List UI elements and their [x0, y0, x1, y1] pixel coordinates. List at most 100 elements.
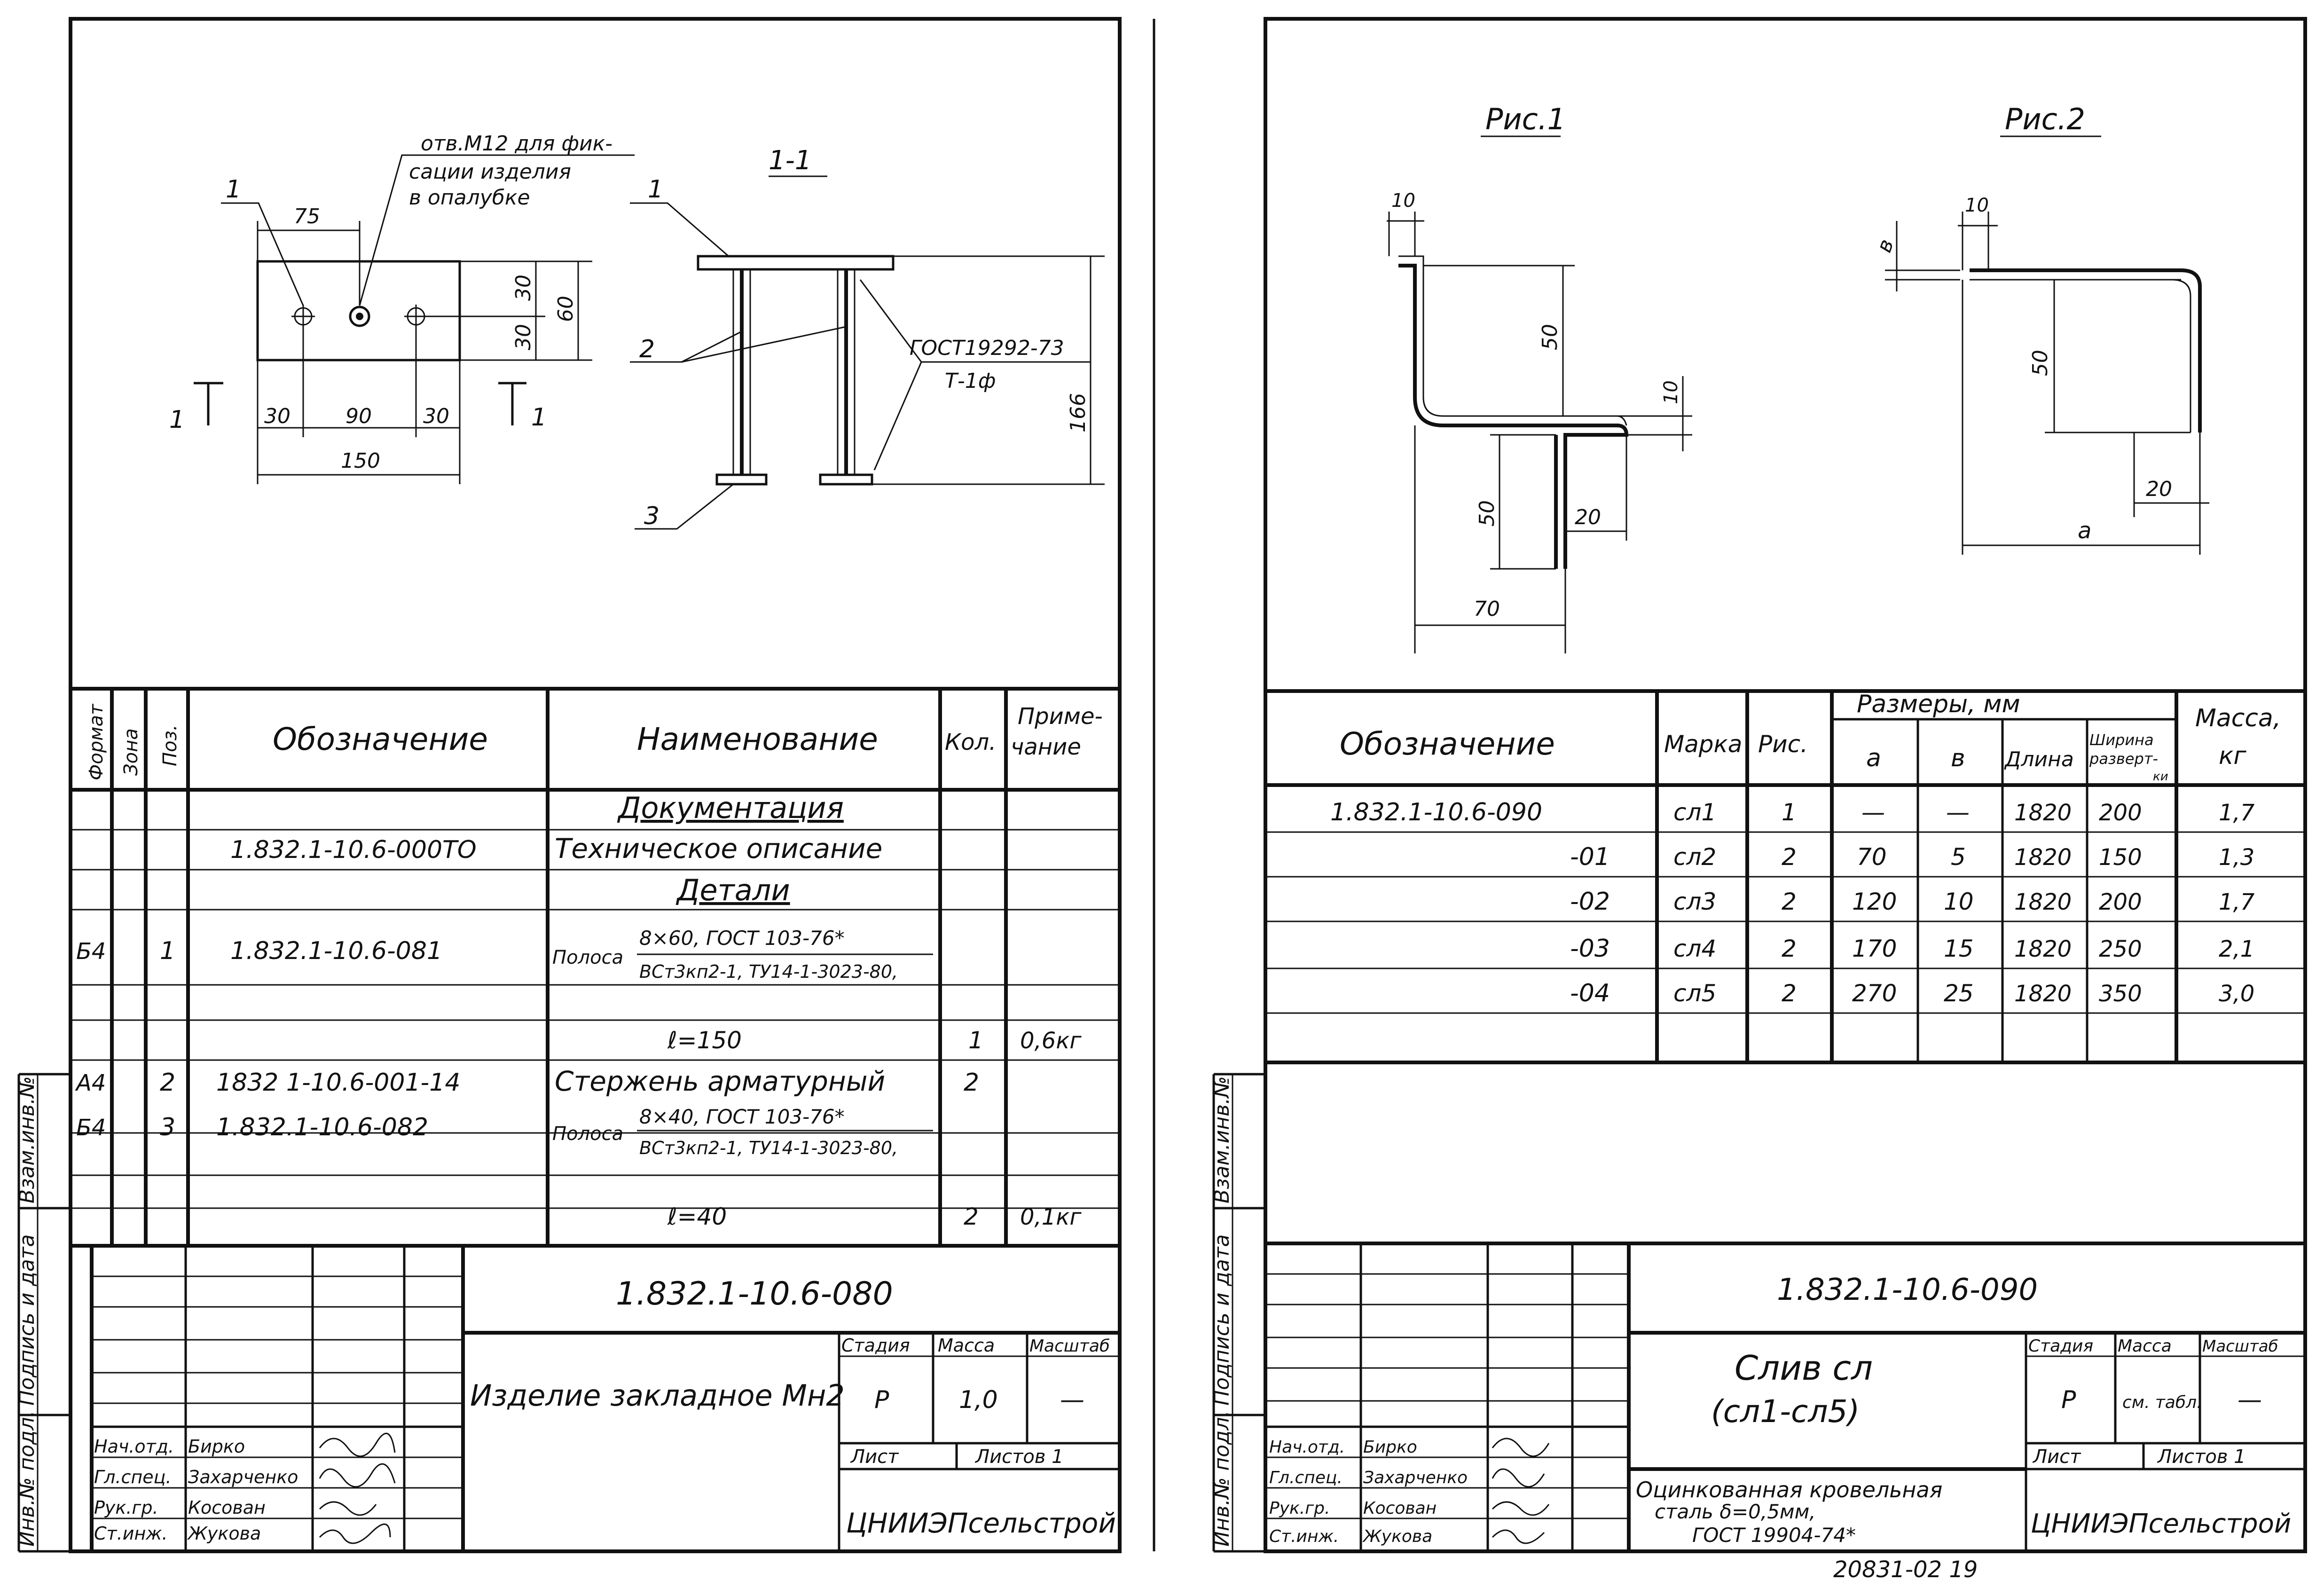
rt-row-2-b: 5 [1951, 843, 1966, 871]
rt-row-3-mark: сл3 [1673, 888, 1716, 915]
hole-note-leader [359, 154, 635, 306]
bottom-plate-left [715, 473, 768, 486]
role-1: Нач.отд. [94, 1436, 174, 1457]
row6-note: 0,6кг [1020, 1028, 1082, 1054]
role-3: Рук.гр. [94, 1497, 158, 1518]
hdr-pos: Поз. [159, 724, 181, 766]
fig2-title: Рис.2 [2005, 102, 2085, 136]
bottom-plate-right [819, 473, 873, 486]
callout-2: 2 [639, 335, 655, 363]
role-2: Гл.спец. [94, 1467, 172, 1487]
svg-text:Полоса: Полоса [552, 1123, 623, 1145]
rt-row-4-width: 250 [2099, 936, 2142, 962]
rt-row-2-a: 70 [1857, 843, 1887, 871]
dim-30-top: 30 [511, 275, 535, 301]
r-mass-label: Масса [2118, 1336, 2172, 1356]
r-org-name: ЦНИИЭПсельстрой [2031, 1509, 2291, 1539]
row4-format: Б4 [76, 938, 106, 965]
r-scale-label: Масштаб [2202, 1337, 2278, 1356]
row8-format: Б4 [76, 1115, 106, 1141]
figure-2: Рис.2 10 в 50 20 [1872, 102, 2209, 555]
rt-hdr-b: в [1951, 744, 1965, 772]
row9-name: ℓ=40 [667, 1203, 727, 1230]
rt-row-1-width: 200 [2099, 800, 2142, 826]
role-4: Ст.инж. [94, 1523, 168, 1544]
rt-row-5: -04 сл5 2 270 25 1820 350 3,0 [1570, 979, 2254, 1007]
r-stage-label: Стадия [2028, 1336, 2093, 1356]
row9-qty: 2 [964, 1203, 979, 1230]
left-side-strip: Инв.№ подл. Подпись и дата Взам.инв.№ [15, 1073, 71, 1553]
right-title-block: 1.832.1-10.6-090 Слив сл (сл1-сл5) Оцинк… [1265, 1242, 2305, 1551]
rt-row-1-a: — [1861, 799, 1885, 826]
side-label-inv: Инв.№ подл. [15, 1410, 39, 1547]
rt-row-1-mark: сл1 [1673, 799, 1716, 826]
hole-note-line1: отв.М12 для фик- [421, 132, 612, 156]
fig2-dim-10: 10 [1965, 195, 1989, 216]
rt-row-1: 1.832.1-10.6-090 сл1 1 — — 1820 200 1,7 [1330, 798, 2255, 826]
callout-1-leader [221, 202, 304, 306]
rt-row-5-a: 270 [1852, 980, 1897, 1007]
dim-150: 150 [341, 449, 380, 473]
svg-text:Полоса: Полоса [552, 947, 623, 968]
hdr-format: Формат [86, 703, 107, 780]
hole-note-line2: сации изделия [409, 160, 571, 184]
section-title: 1-1 [769, 145, 811, 176]
rt-row-4-designation: -03 [1570, 935, 1610, 963]
doc-code: 1.832.1-10.6-080 [616, 1275, 893, 1313]
plate-plan-view: отв.М12 для фик- сации изделия в опалубк… [169, 132, 635, 484]
r-scale-value: — [2238, 1386, 2262, 1414]
rt-row-5-b: 25 [1944, 980, 1974, 1007]
r-role-2: Гл.спец. [1269, 1468, 1343, 1487]
fig1-dim-20: 20 [1575, 505, 1601, 529]
row8-pos: 3 [160, 1113, 175, 1141]
r-material-2: сталь δ=0,5мм, [1655, 1500, 1816, 1523]
rt-hdr-mass-1: Масса, [2195, 704, 2281, 732]
r-sheet-label: Лист [2032, 1446, 2081, 1468]
row4-pos: 1 [160, 937, 175, 965]
dim-166: 166 [1066, 393, 1090, 432]
row7-pos: 2 [160, 1069, 175, 1097]
rt-row-4-mass: 2,1 [2219, 936, 2254, 962]
r-side-label-inv: Инв.№ подл. [1210, 1410, 1234, 1547]
rt-hdr-designation: Обозначение [1340, 726, 1555, 762]
rt-row-4-fig: 2 [1782, 935, 1797, 962]
fig1-dim-10a: 10 [1391, 190, 1415, 212]
svg-text:8×40, ГОСТ 103-76*: 8×40, ГОСТ 103-76* [639, 1105, 845, 1128]
scale-label: Масштаб [1029, 1336, 1110, 1356]
dim-90: 90 [345, 404, 372, 428]
left-sheet: Инв.№ подл. Подпись и дата Взам.инв.№ от… [15, 17, 1155, 1553]
rt-row-4-b: 15 [1944, 935, 1974, 962]
row7-format: А4 [75, 1070, 106, 1096]
left-frame [69, 17, 1122, 1553]
rt-row-4-mark: сл4 [1673, 935, 1716, 962]
person-4: Жукова [187, 1523, 261, 1544]
rt-row-1-fig: 1 [1782, 799, 1797, 826]
right-side-strip: Инв.№ подл. Подпись и дата Взам.инв.№ [1210, 1073, 1265, 1553]
rt-hdr-a: а [1866, 744, 1881, 772]
svg-text:8×60, ГОСТ 103-76*: 8×60, ГОСТ 103-76* [639, 927, 845, 950]
r-person-4: Жукова [1362, 1527, 1432, 1546]
rt-row-5-designation: -04 [1570, 979, 1610, 1007]
svg-text:ВСт3кп2-1, ТУ14-1-3023-80,: ВСт3кп2-1, ТУ14-1-3023-80, [639, 961, 898, 982]
row4-designation: 1.832.1-10.6-081 [230, 937, 442, 965]
rt-row-4-a: 170 [1852, 935, 1897, 962]
stage-value: Р [874, 1386, 889, 1414]
rt-row-1-designation: 1.832.1-10.6-090 [1330, 798, 1542, 826]
rt-row-4-length: 1820 [2014, 936, 2072, 962]
rt-hdr-fig: Рис. [1758, 731, 1808, 758]
r-person-2: Захарченко [1363, 1468, 1468, 1487]
r-sheets-label: Листов 1 [2157, 1446, 2246, 1468]
signature-4 [319, 1523, 391, 1544]
rt-row-3-a: 120 [1852, 888, 1897, 915]
rt-row-5-width: 350 [2099, 981, 2142, 1007]
rt-row-3-fig: 2 [1782, 888, 1797, 915]
rt-row-1-mass: 1,7 [2219, 800, 2255, 826]
right-sheet: Инв.№ подл. Подпись и дата Взам.инв.№ Ри… [1210, 17, 2307, 1583]
row6-name: ℓ=150 [667, 1027, 742, 1054]
rt-row-5-length: 1820 [2014, 981, 2072, 1007]
signature-3 [319, 1501, 377, 1516]
r-signature-4 [1492, 1529, 1545, 1544]
row7-designation: 1832 1-10.6-001-14 [216, 1069, 460, 1097]
r-doc-name-2: (сл1-сл5) [1711, 1393, 1860, 1430]
fig2-dim-50: 50 [2028, 350, 2052, 376]
